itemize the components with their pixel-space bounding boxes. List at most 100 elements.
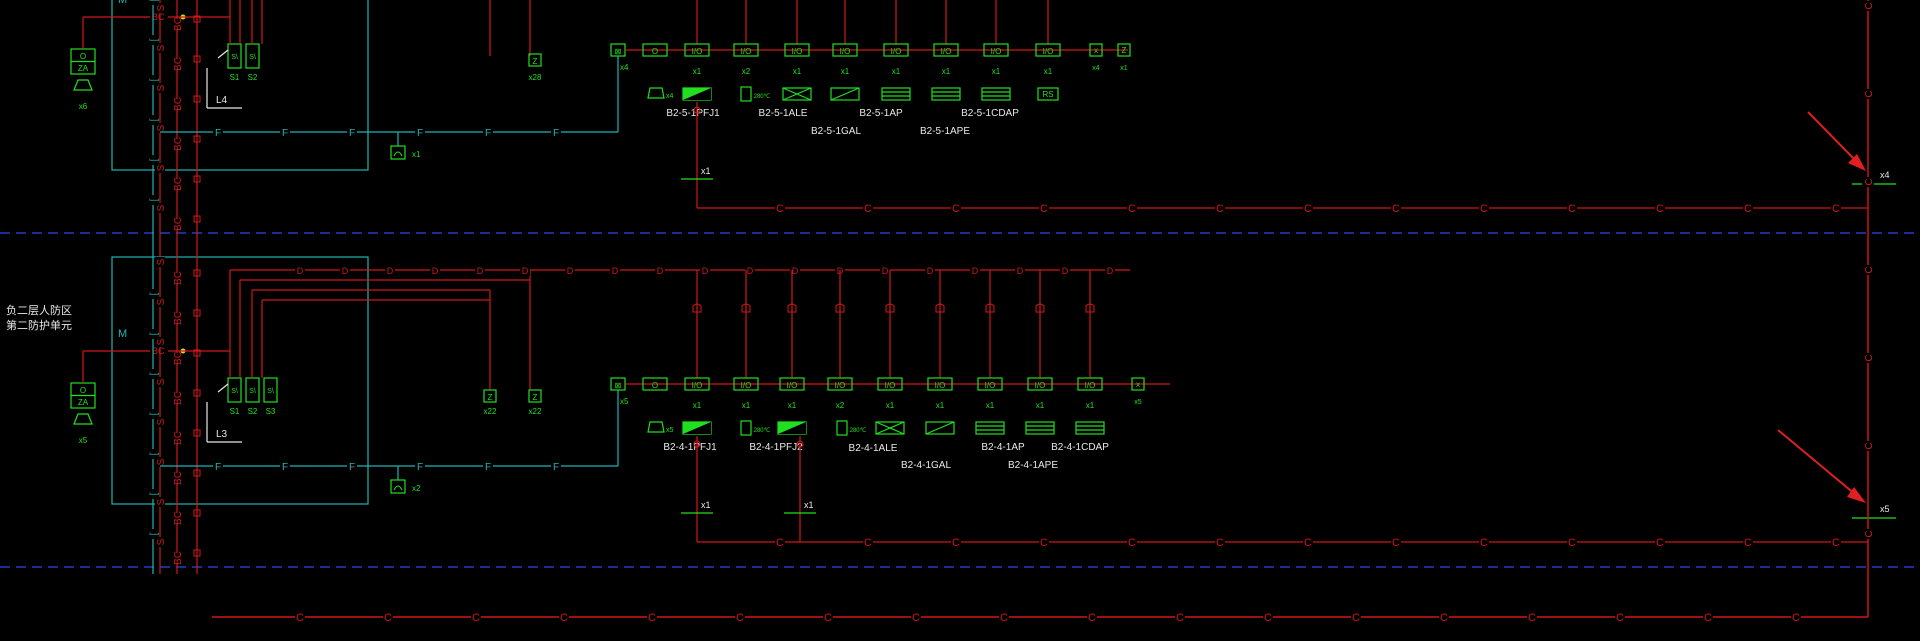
io-module	[642, 43, 668, 57]
wire-gap	[430, 264, 440, 276]
phone-icon	[393, 485, 403, 491]
riser-s-mark: S	[156, 458, 167, 465]
drop-letter: D	[1017, 266, 1024, 276]
riser-bc-mark: BC	[173, 351, 184, 365]
wire-gap	[148, 35, 158, 45]
wire-gap	[213, 460, 223, 472]
bottom-trunk-c: C	[384, 612, 392, 624]
io-fuse	[1035, 303, 1045, 313]
wire-gap	[1439, 611, 1449, 623]
wire-gap	[1105, 264, 1115, 276]
io-module	[642, 377, 668, 391]
wire-gap	[483, 460, 493, 472]
wire-gap	[155, 257, 165, 267]
wire-gap	[172, 553, 182, 563]
signal-box	[528, 53, 542, 67]
loop-c-letter: C	[1304, 203, 1312, 215]
wire-gap	[280, 126, 290, 138]
wire-gap	[155, 337, 165, 347]
wire-gap	[970, 264, 980, 276]
wire-gap	[1615, 611, 1625, 623]
main-riser-c: C	[1864, 442, 1875, 449]
riser-bc-mark: BC	[173, 271, 184, 285]
riser-box-mark	[193, 509, 201, 517]
module-label: M	[118, 328, 127, 340]
bus-f-letter: F	[553, 462, 559, 473]
wire-gap	[911, 611, 921, 623]
eq-slash	[925, 421, 955, 435]
wire-gap	[471, 611, 481, 623]
io-module	[1027, 377, 1053, 391]
drop-letter: D	[747, 266, 754, 276]
wire-gap	[863, 202, 873, 214]
bus-f-letter: F	[215, 462, 221, 473]
wire-gap	[172, 433, 182, 443]
drop-letter: D	[702, 266, 709, 276]
device-label: B2-4-1APE	[1008, 460, 1058, 471]
bottom-trunk-c: C	[1000, 612, 1008, 624]
wire-gap	[775, 536, 785, 548]
bus-f-letter: F	[417, 128, 423, 139]
loop-c-letter: C	[952, 537, 960, 549]
floor-lower: 负二层人防区第二防护单元MOZAx5BCSSSSSSSSBCBCBCBCBCBC…	[6, 240, 1896, 574]
io-module	[733, 377, 759, 391]
wire-gap	[148, 0, 158, 5]
floor-upper: MOZAx6BCSSSSSSSSBCBCBCBCBCBCBCBC[[[[[[[S…	[70, 0, 1896, 240]
drop-letter: D	[657, 266, 664, 276]
drop-letter: D	[792, 266, 799, 276]
io-count: x1	[693, 67, 702, 76]
riser-bc-mark: BC	[173, 391, 184, 405]
main-riser-c: C	[1864, 2, 1875, 9]
switch-glyph: S\	[267, 388, 274, 395]
riser-bc-mark: BC	[173, 137, 184, 151]
wire-gap	[148, 75, 158, 85]
io-count: x1	[1036, 401, 1045, 410]
wire-gap	[1831, 202, 1841, 214]
riser-box-mark	[193, 135, 201, 143]
io-label: I/O	[692, 381, 703, 390]
wire-gap	[1791, 611, 1801, 623]
wire-gap	[148, 115, 158, 125]
equipment-box	[975, 421, 1005, 435]
bus-interface-glyph: ⊠	[615, 381, 622, 390]
main-riser-c: C	[1864, 266, 1875, 273]
floor-layer: MOZAx6BCSSSSSSSSBCBCBCBCBCBCBCBC[[[[[[[S…	[6, 0, 1896, 574]
bottom-node	[693, 106, 701, 114]
riser-box-mark	[193, 349, 201, 357]
drop-letter: D	[882, 266, 889, 276]
wire-gap	[347, 460, 357, 472]
io-module	[977, 377, 1003, 391]
wire-gap	[1703, 611, 1713, 623]
io-label: I/O	[741, 47, 752, 56]
io-label: I/O	[741, 381, 752, 390]
riser-box-mark	[193, 429, 201, 437]
wire-gap	[1655, 536, 1665, 548]
valve-icon	[647, 87, 665, 99]
loop-c-letter: C	[1480, 203, 1488, 215]
bottom-trunk-c: C	[1176, 612, 1184, 624]
bottom-node	[796, 440, 804, 448]
wire-gap	[1039, 536, 1049, 548]
valve-count: x4	[666, 93, 674, 100]
riser-bc-mark: BC	[173, 57, 184, 71]
wire-gap	[385, 264, 395, 276]
io-label: I/O	[840, 47, 851, 56]
riser-cyan-mark: [	[149, 198, 160, 201]
za-beacon-icon	[73, 413, 93, 425]
main-riser-c: C	[1864, 354, 1875, 361]
riser-gap	[1862, 265, 1874, 275]
bus-f-letter: F	[282, 128, 288, 139]
wire-gap	[1215, 536, 1225, 548]
device-label: B2-5-1PFJ1	[666, 108, 720, 119]
equipment-box	[1025, 421, 1055, 435]
wire-gap	[148, 409, 158, 419]
za-beacon-icon	[73, 79, 93, 91]
io-label: I/O	[1035, 381, 1046, 390]
loop-c-letter: C	[1216, 537, 1224, 549]
wire-gap	[1039, 202, 1049, 214]
valve-icon	[647, 421, 665, 433]
loop-c-letter: C	[952, 203, 960, 215]
riser-bc-mark: BC	[173, 177, 184, 191]
